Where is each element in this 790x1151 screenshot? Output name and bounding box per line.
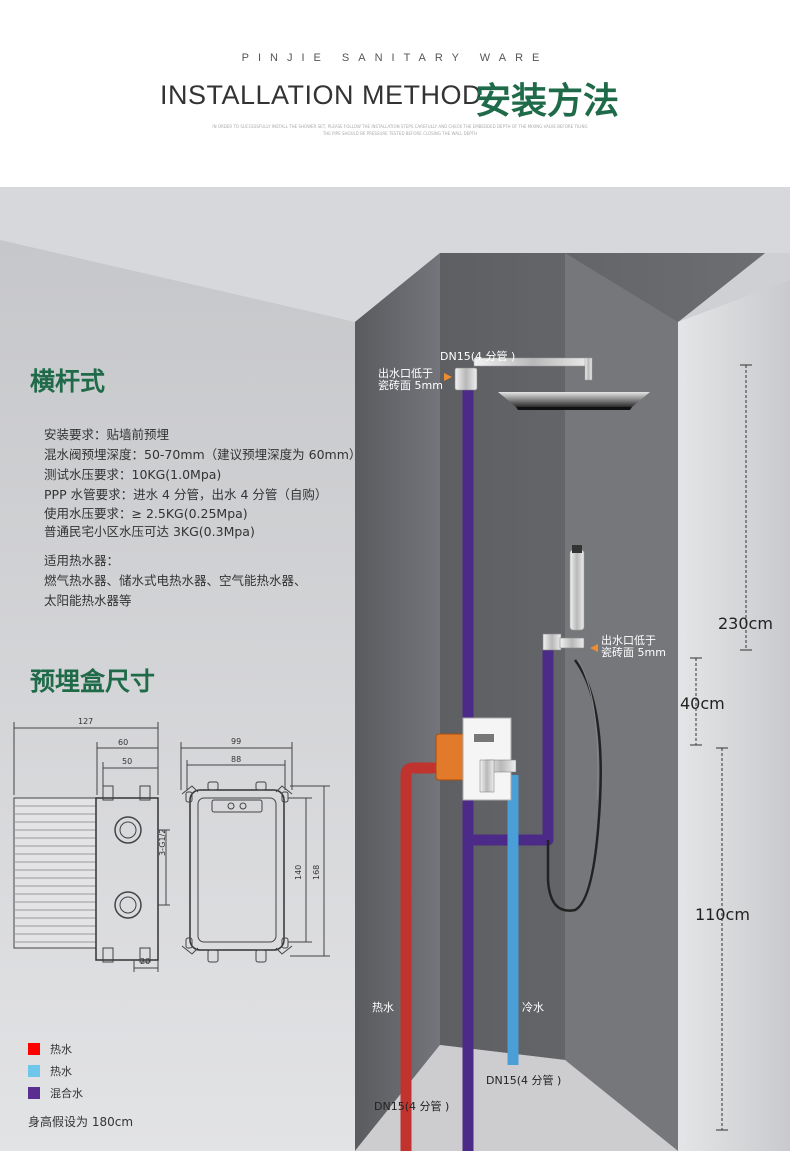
embedded-box-front-view [180, 742, 330, 963]
legend-item: 混合水 [28, 1082, 83, 1104]
box-size-heading: 预埋盒尺寸 [30, 667, 156, 696]
dim-20: 20 [140, 957, 151, 966]
spec-item: 混水阀预埋深度：50-70mm（建议预埋深度为 60mm） [44, 447, 362, 462]
title-english: INSTALLATION METHOD [160, 80, 483, 110]
spec-item: 普通民宅小区水压可达 3KG(0.3Mpa) [44, 524, 255, 539]
dim-thread: 3-G1/2 [158, 828, 167, 856]
spec-heading: 横杆式 [30, 367, 106, 396]
legend: 热水 热水 混合水 [28, 1038, 83, 1104]
top-pipe-label: DN15(4 分管 ) [440, 350, 516, 363]
dim-140: 140 [294, 864, 303, 880]
dim-60: 60 [118, 738, 129, 747]
side-outlet-note-line: 瓷砖面 5mm [601, 646, 666, 659]
heater-title: 适用热水器： [44, 553, 120, 568]
dim-127: 127 [78, 717, 94, 726]
height-40cm: 40cm [680, 694, 725, 713]
brand-name: PINJIE SANITARY WARE [241, 52, 549, 64]
heater-line: 太阳能热水器等 [44, 593, 132, 608]
cold-water-label: 冷水 [522, 1001, 544, 1014]
height-110cm: 110cm [695, 905, 750, 924]
top-outlet-note-line: 出水口低于 [378, 367, 433, 380]
side-outlet-note-line: 出水口低于 [601, 634, 656, 647]
legend-label: 热水 [50, 1065, 72, 1078]
spec-item: 安装要求：贴墙前预埋 [44, 427, 170, 442]
title-chinese: 安装方法 [475, 81, 620, 122]
top-outlet-note: 出水口低于 瓷砖面 5mm [378, 368, 443, 392]
dim-168: 168 [312, 864, 321, 880]
legend-swatch-mixed [28, 1087, 40, 1099]
spec-item: 使用水压要求：≥ 2.5KG(0.25Mpa) [44, 506, 248, 521]
fine-print-line-1: IN ORDER TO SUCCESSFULLY INSTALL THE SHO… [212, 124, 588, 129]
dim-99: 99 [231, 737, 242, 746]
spec-list: 安装要求：贴墙前预埋 混水阀预埋深度：50-70mm（建议预埋深度为 60mm）… [44, 425, 361, 611]
dim-50: 50 [122, 757, 133, 766]
heater-line: 燃气热水器、储水式电热水器、空气能热水器、 [44, 573, 307, 588]
hot-water-label: 热水 [372, 1001, 394, 1014]
shower-installation-scene [0, 187, 790, 1151]
legend-swatch-hot [28, 1043, 40, 1055]
bottom-left-pipe-label: DN15(4 分管 ) [374, 1100, 450, 1113]
spec-item: PPP 水管要求：进水 4 分管，出水 4 分管（自购） [44, 487, 328, 502]
top-outlet-note-line: 瓷砖面 5mm [378, 379, 443, 392]
legend-item: 热水 [28, 1038, 83, 1060]
legend-swatch-cold [28, 1065, 40, 1077]
bottom-right-pipe-label: DN15(4 分管 ) [486, 1074, 562, 1087]
spec-item: 测试水压要求：10KG(1.0Mpa) [44, 467, 222, 482]
height-230cm: 230cm [718, 614, 773, 633]
legend-label: 热水 [50, 1043, 72, 1056]
legend-label: 混合水 [50, 1087, 83, 1100]
fine-print-line-2: THE PIPE SHOULD BE PRESSURE TESTED BEFOR… [322, 131, 478, 136]
embedded-box-side-view [13, 722, 170, 972]
height-assumption-note: 身高假设为 180cm [28, 1115, 134, 1129]
dim-88: 88 [231, 755, 242, 764]
side-outlet-note: 出水口低于 瓷砖面 5mm [601, 635, 666, 659]
legend-item: 热水 [28, 1060, 83, 1082]
